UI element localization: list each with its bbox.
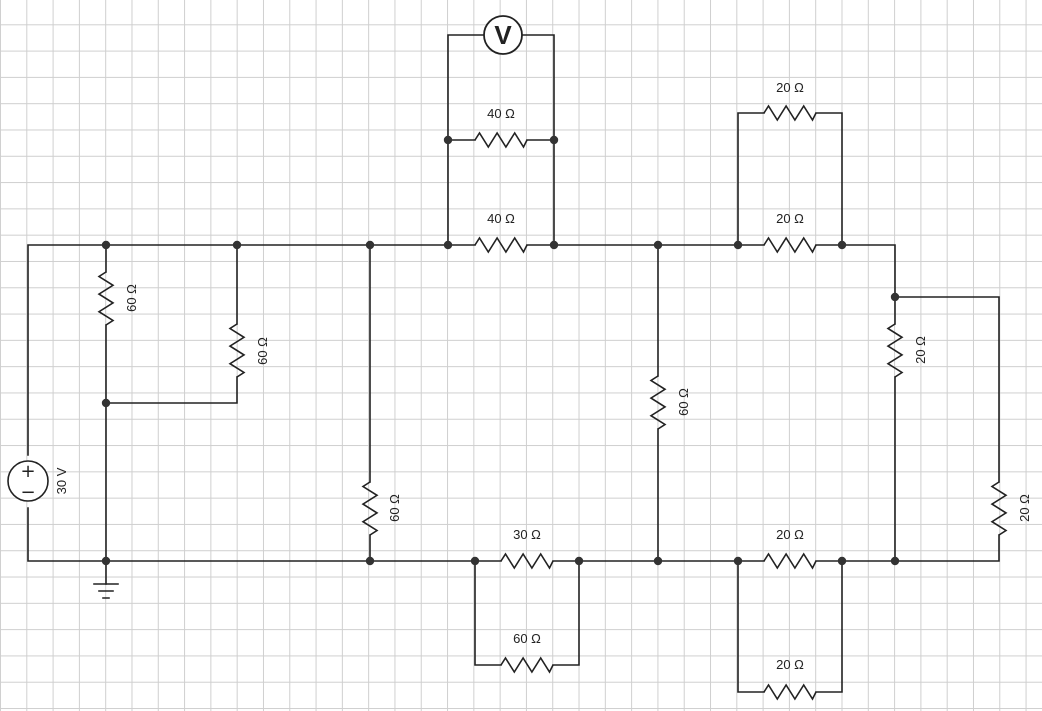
voltmeter-symbol: V	[494, 20, 512, 50]
resistor-bottom-series-upper	[500, 552, 554, 570]
voltmeter: V	[483, 15, 523, 55]
label-right-vertical: 20 Ω	[913, 336, 928, 364]
label-bottom-right-lower: 20 Ω	[776, 657, 804, 672]
wire-br20-lower	[737, 560, 843, 693]
wire-b60	[474, 560, 580, 666]
label-left-vertical: 60 Ω	[124, 284, 139, 312]
wire-left-bottom	[27, 507, 476, 562]
label-top-parallel-upper: 40 Ω	[487, 106, 515, 121]
resistor-bottom-right-lower	[763, 683, 817, 701]
resistor-bottom-right-upper	[763, 552, 817, 570]
label-top-right-upper: 20 Ω	[776, 80, 804, 95]
label-bottom-series-upper: 30 Ω	[513, 527, 541, 542]
source-minus: −	[20, 482, 35, 503]
resistor-top-right-lower	[763, 236, 817, 254]
wire-r2	[105, 244, 238, 404]
label-center-vertical: 60 Ω	[676, 388, 691, 416]
resistor-symbols	[97, 104, 1008, 701]
label-top-parallel-lower: 40 Ω	[487, 211, 515, 226]
wire-tr20	[737, 244, 896, 562]
resistor-left-branch	[228, 323, 246, 378]
resistor-center-vertical	[649, 375, 667, 430]
resistor-far-right-vertical	[990, 481, 1008, 536]
resistor-bottom-series-lower	[500, 656, 554, 674]
voltmeter-circle-icon	[483, 15, 523, 55]
label-far-right-vertical: 20 Ω	[1017, 494, 1032, 522]
ground-icon	[93, 583, 119, 599]
wires	[27, 34, 1000, 693]
resistor-top-parallel-lower	[474, 236, 528, 254]
nodes	[101, 135, 900, 566]
resistor-top-parallel-upper	[474, 131, 528, 149]
label-top-right-lower: 20 Ω	[776, 211, 804, 226]
labels: 60 Ω 60 Ω 60 Ω 60 Ω 20 Ω 20 Ω 30 V 40 Ω …	[54, 80, 1032, 672]
label-left-branch: 60 Ω	[255, 337, 270, 365]
resistor-middle-vertical	[361, 481, 379, 536]
resistor-left-vertical	[97, 271, 115, 326]
wire-far-right	[894, 296, 1000, 562]
source-circle-icon	[7, 460, 49, 502]
label-source: 30 V	[54, 467, 69, 494]
resistor-top-right-upper	[763, 104, 817, 122]
label-bottom-right-upper: 20 Ω	[776, 527, 804, 542]
label-bottom-series-lower: 60 Ω	[513, 631, 541, 646]
wire-left-top	[27, 244, 449, 456]
source-plus: +	[20, 461, 35, 482]
label-middle-vertical: 60 Ω	[387, 494, 402, 522]
wire-tr20-upper	[737, 112, 843, 246]
voltage-source: + −	[7, 460, 49, 503]
resistor-right-vertical	[886, 323, 904, 378]
